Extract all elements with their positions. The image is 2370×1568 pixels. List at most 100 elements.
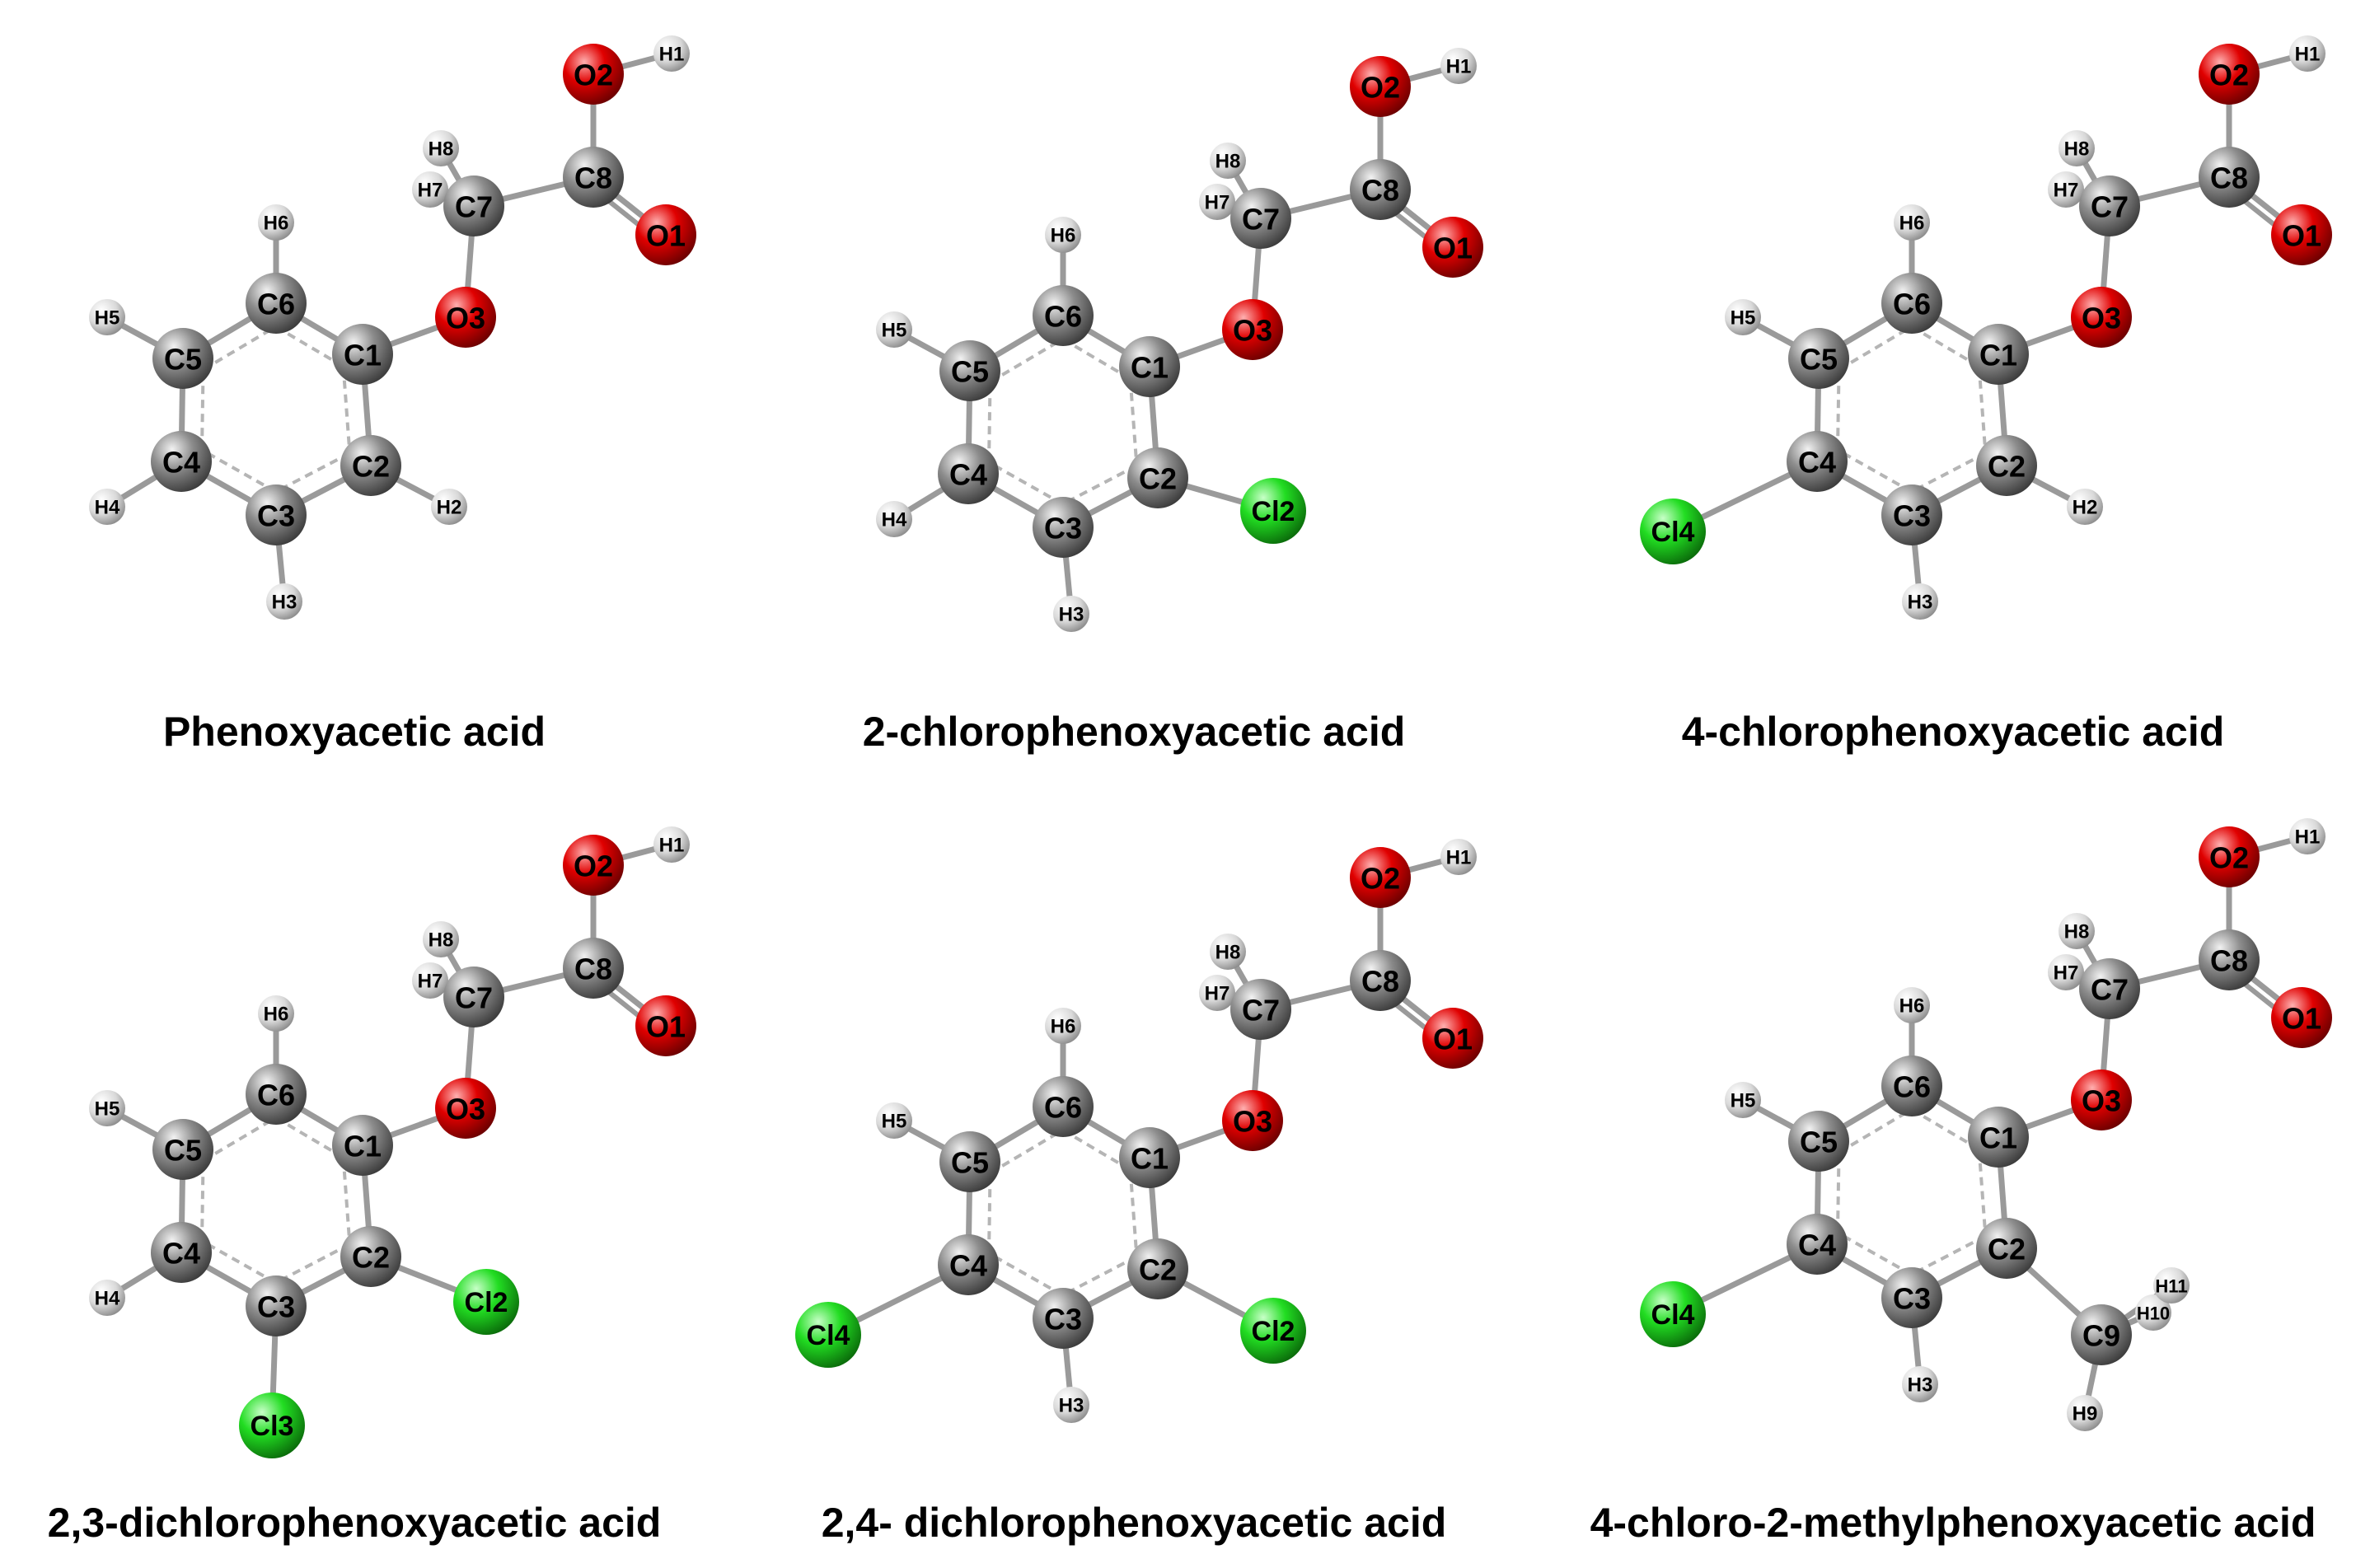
atom-label: O1	[2282, 219, 2321, 253]
atom-c3: C3	[1033, 497, 1094, 558]
atom-label: H6	[1051, 1016, 1076, 1038]
atom-h3: H3	[1053, 1387, 1089, 1423]
atom-sphere	[938, 443, 999, 504]
atom-sphere	[1968, 324, 2029, 385]
atom-sphere	[1127, 447, 1188, 508]
aromatic-bond	[202, 325, 277, 372]
atom-label: C9	[2082, 1319, 2120, 1353]
atom-sphere	[2067, 1395, 2103, 1431]
atom-label: C8	[1361, 174, 1399, 208]
atom-label: H7	[2054, 180, 2079, 202]
atom-label: H4	[95, 497, 120, 519]
atom-label: O1	[646, 1010, 686, 1044]
atom-label: Cl2	[465, 1287, 508, 1318]
atom-h3: H3	[266, 583, 302, 620]
atom-sphere	[1222, 1090, 1283, 1151]
atom-h7: H7	[2048, 954, 2084, 990]
atom-sphere	[1119, 336, 1180, 397]
atom-label: C2	[1988, 1233, 2026, 1266]
atom-h4: H4	[876, 501, 912, 537]
atom-sphere	[412, 171, 448, 208]
atom-h7: H7	[412, 962, 448, 999]
atom-c4: C4	[151, 431, 212, 492]
atom-sphere	[2059, 130, 2095, 166]
atom-sphere	[876, 1102, 912, 1139]
atom-label: H2	[2073, 497, 2098, 519]
atom-c2: C2	[1127, 447, 1188, 508]
atom-sphere	[1119, 1127, 1180, 1188]
atom-c7: C7	[443, 967, 504, 1027]
atom-label: C4	[1798, 1229, 1836, 1262]
atom-sphere	[435, 1078, 496, 1139]
atom-label: O2	[574, 850, 613, 883]
atom-sphere	[423, 921, 459, 957]
atom-h2: H2	[2067, 489, 2103, 525]
atom-label: H6	[1899, 213, 1925, 235]
atom-sphere	[2071, 1304, 2132, 1365]
atom-c3: C3	[1881, 484, 1942, 545]
atom-sphere	[1787, 431, 1848, 492]
atom-label: C6	[1044, 1091, 1082, 1125]
atom-label: O2	[2209, 841, 2249, 875]
atom-sphere	[423, 130, 459, 166]
atom-label: O1	[2282, 1002, 2321, 1036]
atom-h1: H1	[1440, 839, 1477, 875]
aromatic-bond	[1837, 1231, 1913, 1276]
atom-cl2: Cl2	[1240, 1298, 1306, 1364]
atom-label: H7	[1205, 192, 1230, 214]
atom-label: C1	[1131, 1142, 1169, 1176]
molecule-2: H1H3H4H5H6H7H8C1C2C3C4C5C6C7C8O1O2O3Cl22…	[863, 48, 1483, 755]
aromatic-bond	[1061, 464, 1138, 506]
atom-sphere	[1440, 839, 1477, 875]
atom-sphere	[1350, 950, 1411, 1011]
atom-h6: H6	[1894, 987, 1930, 1023]
atom-c8: C8	[2199, 929, 2260, 990]
molecule-4: H1H4H5H6H7H8C1C2C3C4C5C6C7C8O1O2O3Cl2Cl3…	[48, 826, 696, 1546]
atom-label: H8	[2064, 138, 2090, 161]
atom-label: H8	[1215, 151, 1241, 173]
atom-sphere	[89, 299, 125, 335]
atom-label: C4	[162, 1237, 200, 1271]
aromatic-bond	[1838, 1107, 1913, 1154]
atom-h1: H1	[2289, 818, 2326, 854]
atom-sphere	[1350, 56, 1411, 117]
atom-sphere	[653, 826, 690, 863]
atom-c2: C2	[1976, 1218, 2037, 1279]
atom-sphere	[1640, 498, 1706, 564]
atom-h6: H6	[1045, 1008, 1081, 1044]
atom-c2: C2	[340, 435, 401, 496]
atom-sphere	[563, 44, 624, 105]
atom-sphere	[1199, 975, 1235, 1011]
atom-label: C6	[257, 1079, 295, 1112]
atom-o3: O3	[1222, 1090, 1283, 1151]
atom-c3: C3	[1881, 1267, 1942, 1328]
atom-sphere	[89, 489, 125, 525]
atom-c5: C5	[939, 1131, 1000, 1192]
atom-sphere	[653, 35, 690, 72]
atom-label: C6	[1893, 288, 1931, 321]
atom-h6: H6	[258, 995, 294, 1032]
atom-c7: C7	[2079, 958, 2140, 1019]
atom-label: C7	[1242, 994, 1280, 1027]
molecule-1: H1H2H3H4H5H6H7H8C1C2C3C4C5C6C7C8O1O2O3Ph…	[89, 35, 696, 755]
atom-c8: C8	[2199, 147, 2260, 208]
atom-o2: O2	[2199, 826, 2260, 887]
atom-sphere	[1033, 1076, 1094, 1137]
atom-label: O2	[1361, 862, 1400, 896]
atom-sphere	[2048, 171, 2084, 208]
atom-sphere	[239, 1392, 305, 1458]
aromatic-bond	[988, 461, 1064, 506]
atom-cl2: Cl2	[1240, 478, 1306, 544]
atom-sphere	[1881, 484, 1942, 545]
aromatic-bond	[1128, 378, 1139, 466]
atom-sphere	[246, 484, 307, 545]
atom-h8: H8	[2059, 130, 2095, 166]
atom-h3: H3	[1902, 1366, 1938, 1402]
atom-sphere	[435, 287, 496, 348]
atom-o2: O2	[563, 44, 624, 105]
atom-label: O3	[446, 302, 485, 335]
atom-h9: H9	[2067, 1395, 2103, 1431]
atom-label: H3	[272, 592, 297, 614]
atom-label: O1	[646, 219, 686, 253]
